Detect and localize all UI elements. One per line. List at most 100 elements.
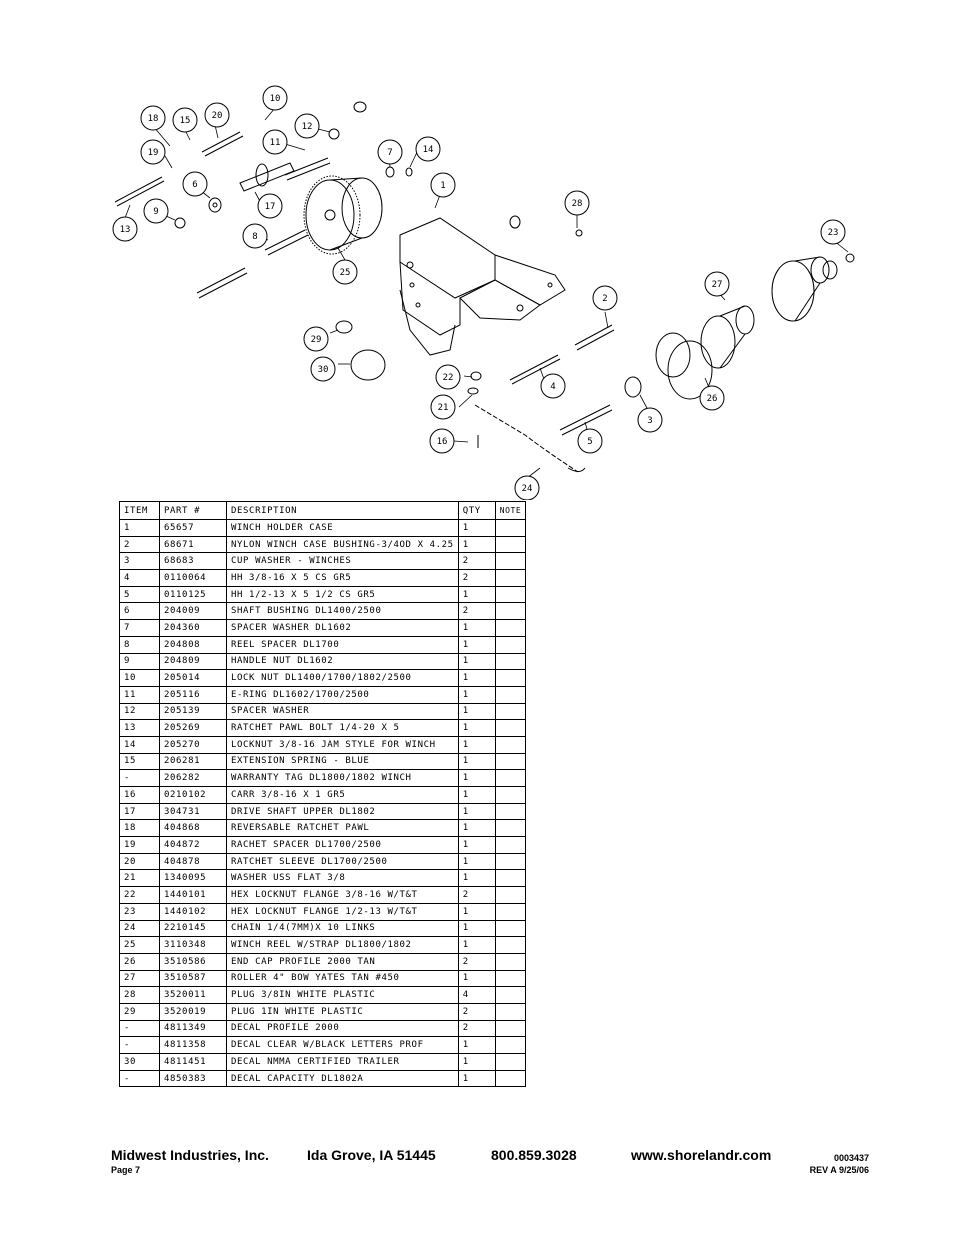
- cell-quantity: 1: [457, 685, 496, 704]
- cell-part-number: 68671: [159, 535, 227, 554]
- svg-text:30: 30: [318, 365, 329, 375]
- winch-reel-illustration: [303, 175, 383, 255]
- cell-note: [494, 1036, 527, 1054]
- callout-3: [637, 407, 663, 433]
- callout-numbers: 1 2 3 4 5 6 7 8 9 10 11 12 13 14 15 16 1…: [120, 94, 839, 494]
- cell-description: HEX LOCKNUT FLANGE 1/2-13 W/T&T: [226, 902, 459, 921]
- cell-quantity: 1: [457, 936, 496, 954]
- cell-description: DECAL CAPACITY DL1802A: [226, 1069, 459, 1088]
- callout-10: [262, 85, 288, 111]
- cell-note: [494, 836, 527, 854]
- svg-text:24: 24: [522, 484, 533, 494]
- cell-note: [494, 886, 527, 904]
- cell-note: [494, 986, 527, 1004]
- cell-description: RACHET SPACER DL1700/2500: [226, 836, 459, 854]
- cell-note: [494, 752, 527, 771]
- svg-text:5: 5: [587, 437, 592, 447]
- cell-description: REVERSABLE RATCHET PAWL: [226, 819, 459, 838]
- cell-item-number: -: [119, 1019, 160, 1038]
- cell-note: [494, 552, 527, 571]
- cell-note: [494, 735, 527, 754]
- callout-2: [592, 285, 618, 311]
- cell-quantity: 2: [457, 886, 496, 904]
- winch-case-illustration: [399, 217, 566, 356]
- hardware-illustration: [174, 101, 855, 395]
- cell-note: [494, 936, 527, 954]
- callout-26: [699, 385, 725, 411]
- cell-description: DRIVE SHAFT UPPER DL1802: [226, 802, 459, 821]
- cell-note: [494, 602, 527, 621]
- cell-note: [494, 1002, 527, 1021]
- cell-quantity: 1: [457, 802, 496, 821]
- cell-quantity: 1: [457, 585, 496, 604]
- header-item: ITEM: [119, 501, 160, 520]
- footer-website[interactable]: www.shorelandr.com: [631, 1147, 772, 1163]
- cell-description: HH 3/8-16 X 5 CS GR5: [226, 569, 459, 587]
- cell-description: WASHER USS FLAT 3/8: [226, 869, 459, 888]
- cell-quantity: 1: [457, 852, 496, 871]
- cell-item-number: 23: [119, 902, 160, 921]
- cell-item-number: 10: [119, 669, 160, 687]
- cell-description: E-RING DL1602/1700/2500: [226, 685, 459, 704]
- callout-14: [415, 136, 441, 162]
- callout-bubbles[interactable]: [112, 85, 846, 500]
- cell-description: LOCK NUT DL1400/1700/1802/2500: [226, 669, 459, 687]
- cell-part-number: 65657: [159, 519, 227, 537]
- cell-quantity: 1: [457, 735, 496, 754]
- callout-5: [577, 428, 603, 454]
- svg-text:23: 23: [828, 228, 839, 238]
- cell-quantity: 2: [457, 1019, 496, 1038]
- cell-item-number: 7: [119, 619, 160, 637]
- cell-description: CARR 3/8-16 X 1 GR5: [226, 786, 459, 804]
- cell-item-number: 20: [119, 852, 160, 871]
- cell-description: PLUG 1IN WHITE PLASTIC: [226, 1002, 459, 1021]
- cell-part-number: 304731: [159, 802, 227, 821]
- cell-note: [494, 969, 527, 988]
- cell-item-number: 19: [119, 836, 160, 854]
- cell-quantity: 1: [457, 769, 496, 787]
- cell-item-number: 21: [119, 869, 160, 888]
- svg-text:28: 28: [572, 199, 583, 209]
- cell-description: CUP WASHER - WINCHES: [226, 552, 459, 571]
- cell-part-number: 404878: [159, 852, 227, 871]
- cell-quantity: 2: [457, 602, 496, 621]
- callout-11: [262, 129, 288, 155]
- svg-text:3: 3: [647, 416, 652, 426]
- cell-note: [494, 519, 527, 537]
- cell-item-number: -: [119, 1069, 160, 1088]
- cell-description: PLUG 3/8IN WHITE PLASTIC: [226, 986, 459, 1004]
- cell-part-number: 1440102: [159, 902, 227, 921]
- cell-note: [494, 685, 527, 704]
- svg-text:4: 4: [550, 382, 555, 392]
- table-header-row: ITEM PART # DESCRIPTION QTY NOTE: [119, 501, 527, 520]
- cell-note: [494, 635, 527, 654]
- cell-description: REEL SPACER DL1700: [226, 635, 459, 654]
- cell-quantity: 2: [457, 552, 496, 571]
- cell-note: [494, 535, 527, 554]
- cell-part-number: 4811451: [159, 1053, 227, 1071]
- cell-quantity: 2: [457, 1002, 496, 1021]
- cell-item-number: 25: [119, 936, 160, 954]
- cell-description: HEX LOCKNUT FLANGE 3/8-16 W/T&T: [226, 886, 459, 904]
- svg-text:25: 25: [340, 268, 351, 278]
- cell-quantity: 1: [457, 752, 496, 771]
- cell-description: RATCHET PAWL BOLT 1/4-20 X 5: [226, 719, 459, 737]
- cell-item-number: -: [119, 1036, 160, 1054]
- svg-text:6: 6: [192, 180, 197, 190]
- cell-quantity: 1: [457, 652, 496, 671]
